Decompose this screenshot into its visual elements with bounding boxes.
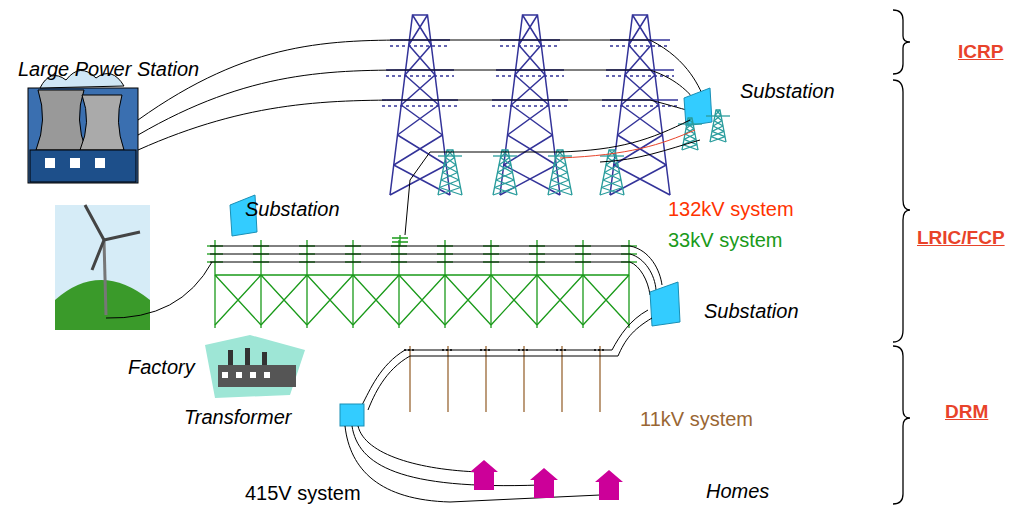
factory-label: Factory xyxy=(128,356,195,378)
substation-label: Substation xyxy=(245,198,340,220)
transmission-towers xyxy=(382,15,678,195)
11kv-wires xyxy=(362,310,652,410)
transmission-wires xyxy=(138,40,705,150)
33kv-wires xyxy=(210,246,662,295)
station-label: Large Power Station xyxy=(18,58,199,80)
voltage-label: 415V system xyxy=(245,482,361,504)
homes-label: Homes xyxy=(706,480,769,502)
section-braces xyxy=(893,10,910,504)
33kv-poles xyxy=(207,235,637,328)
zone-label: DRM xyxy=(945,402,988,423)
415v-wires xyxy=(345,426,612,502)
factory-icon xyxy=(205,335,305,398)
substation-symbol xyxy=(650,282,680,326)
zone-label: ICRP xyxy=(958,42,1003,63)
voltage-label: 132kV system xyxy=(668,198,794,220)
transformer-symbol xyxy=(340,404,364,426)
substation-label: Substation xyxy=(704,300,799,322)
132kv-wires xyxy=(405,120,700,235)
substation-label: Substation xyxy=(740,80,835,102)
voltage-label: 11kV system xyxy=(640,408,753,430)
voltage-label: 33kV system xyxy=(668,229,782,251)
power-station-icon xyxy=(28,70,138,183)
transformer-label: Transformer xyxy=(184,406,291,428)
home-icons xyxy=(470,460,623,500)
zone-label: LRIC/FCP xyxy=(917,228,1005,249)
wind-turbine-icon xyxy=(55,205,212,330)
